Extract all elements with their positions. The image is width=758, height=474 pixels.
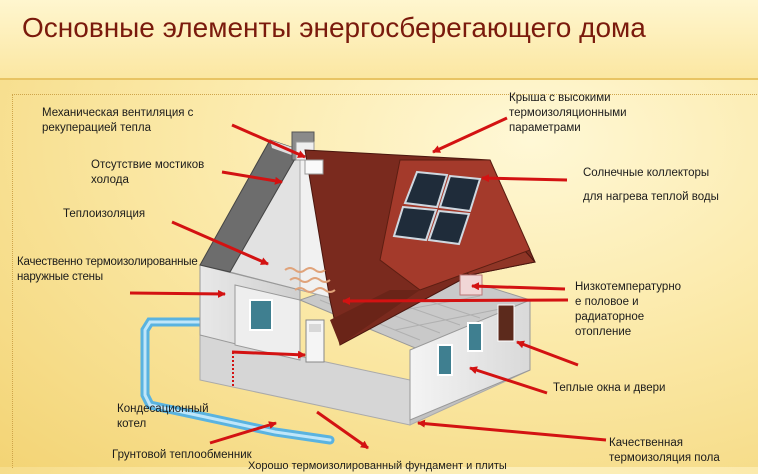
arrow-boiler — [231, 350, 306, 359]
arrow-foundation — [316, 410, 369, 450]
label-floor: Качественная термоизоляция пола — [609, 437, 720, 464]
label-collectors-2: для нагрева теплой воды — [583, 191, 719, 203]
label-ventilation: Механическая вентиляция с рекуперацией т… — [42, 107, 194, 134]
solar-collectors — [392, 170, 482, 246]
arrow-walls — [129, 289, 226, 298]
arrow-heating-radiator — [471, 282, 566, 291]
label-insulation: Теплоизоляция — [63, 208, 146, 220]
arrow-floor — [417, 419, 607, 442]
ventilation-unit — [304, 159, 324, 175]
arrow-door — [516, 340, 579, 367]
label-roof: Крыша с высокими термоизоляционными пара… — [509, 92, 627, 134]
arrow-windows — [469, 366, 548, 395]
label-ground-exchanger: Грунтовой теплообменник — [112, 449, 252, 461]
label-no-bridges: Отсутствие мостиков холода — [91, 159, 205, 186]
ground-pipe — [140, 317, 335, 445]
window-front-1 — [437, 344, 453, 376]
floor-heating-coil — [284, 267, 336, 293]
label-walls: Качественно термоизолированные наружные … — [17, 256, 198, 283]
label-boiler: Кондесационный котел — [117, 403, 209, 430]
door — [497, 304, 515, 342]
arrow-insulation — [171, 220, 269, 266]
page-title: Основные элементы энергосберегающего дом… — [22, 12, 646, 43]
label-collectors-1: Солнечные коллекторы — [583, 167, 710, 179]
arrow-ground-exchanger — [209, 421, 277, 445]
window-front-2 — [467, 322, 483, 352]
title-band — [0, 0, 758, 80]
label-heating: Низкотемпературно е половое и радиаторно… — [575, 281, 682, 338]
window-left — [249, 299, 273, 331]
label-windows: Теплые окна и двери — [553, 382, 666, 394]
arrow-roof — [432, 116, 508, 154]
pointer-arrows — [129, 116, 607, 450]
arrow-heating-floor — [342, 296, 569, 305]
diagram-panel — [12, 94, 758, 468]
arrow-ventilation — [231, 123, 306, 159]
arrow-collectors — [481, 174, 568, 183]
boiler — [305, 319, 325, 363]
arrow-bridges — [221, 170, 283, 185]
